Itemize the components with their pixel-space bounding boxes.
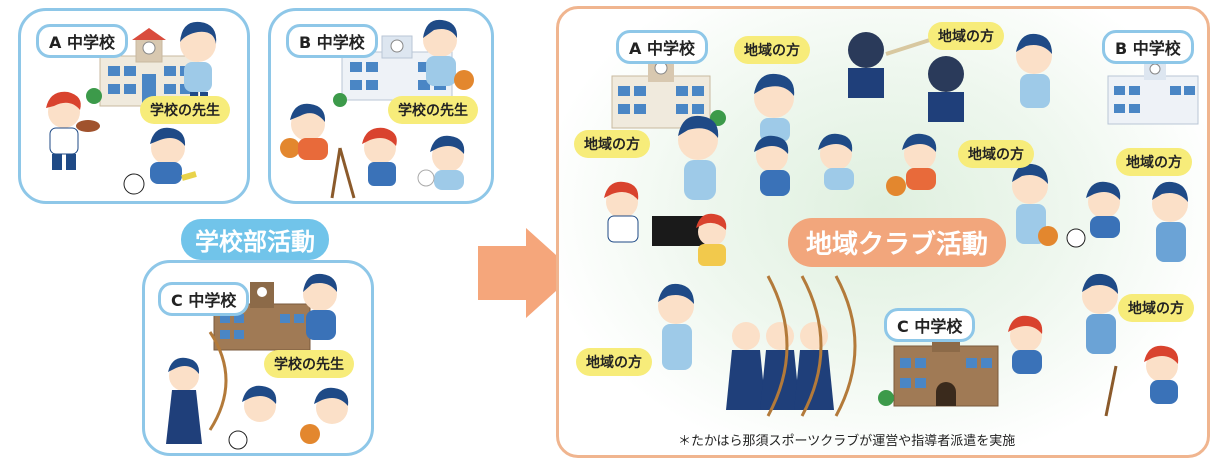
soccer-student-icon [123,127,197,195]
teacher-icon [303,273,338,340]
community-tag-3: 地域の方 [574,130,650,158]
community-club-illustration [604,32,1199,417]
painting-student-icon [330,127,397,199]
community-tag-2: 地域の方 [928,22,1004,50]
panel-b-school-label: B 中学校 [286,24,378,58]
panel-a-illustration [46,21,217,195]
club-school-b-label: B 中学校 [1102,30,1194,64]
club-school-a-label: A 中学校 [616,30,708,64]
club-school-c-label: C 中学校 [884,308,976,342]
community-tag-4: 地域の方 [958,140,1034,168]
arrow-right-icon [478,228,576,318]
panel-b-teacher-tag: 学校の先生 [388,96,478,124]
basketball-student-icon [280,103,328,160]
community-tag-6: 地域の方 [1118,294,1194,322]
volleyball-student-icon [417,135,465,190]
teacher-icon [423,19,474,90]
basketball-student-icon [300,387,349,444]
school-building-a-icon [611,48,726,129]
club-operation-note: ＊たかはら那須スポーツクラブが運営や指導者派遣を実施 [678,434,1016,449]
school-club-title: 学校部活動 [181,219,329,260]
kendo-players-icon [848,32,964,122]
teacher-icon [180,21,217,108]
panel-c-school-label: C 中学校 [158,282,250,316]
panel-a-school-label: A 中学校 [36,24,128,58]
community-people-icons [604,33,1188,417]
school-building-b-icon [1107,60,1199,125]
violin-student-icon [46,91,100,170]
community-tag-7: 地域の方 [576,348,652,376]
panel-b-illustration [280,19,474,199]
community-tag-1: 地域の方 [734,36,810,64]
panel-a-teacher-tag: 学校の先生 [140,96,230,124]
panel-c-teacher-tag: 学校の先生 [264,350,354,378]
community-tag-5: 地域の方 [1116,148,1192,176]
soccer-student-icon [228,385,277,450]
community-club-title: 地域クラブ活動 [788,218,1007,267]
archery-student-icon [166,331,228,444]
